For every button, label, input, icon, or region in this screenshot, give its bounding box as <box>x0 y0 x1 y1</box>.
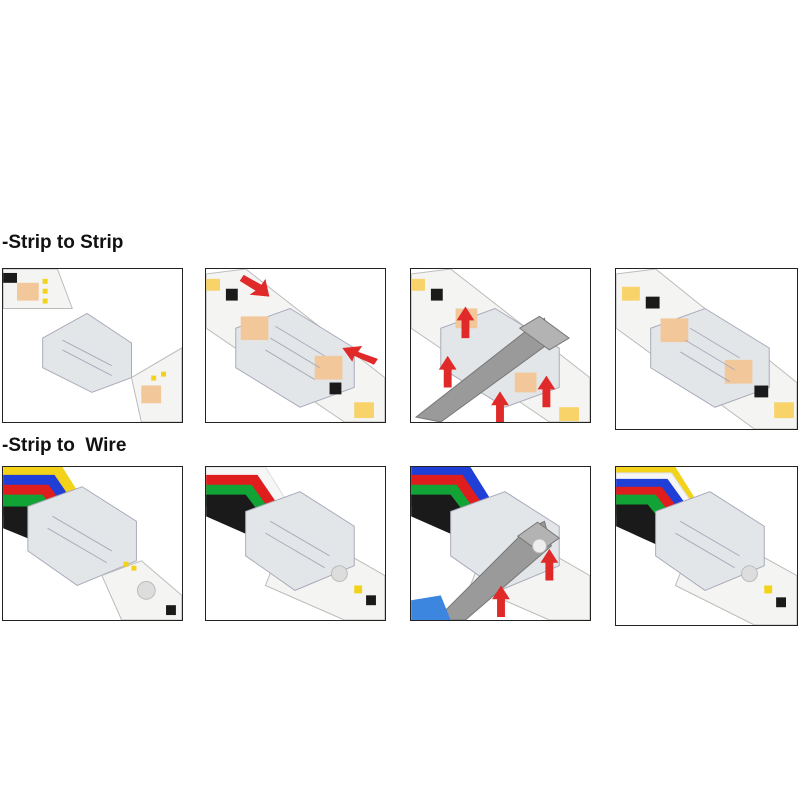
arrow-icon <box>239 274 270 297</box>
strip-to-strip-step-2-illustration <box>206 269 385 422</box>
arrow-icon <box>540 548 559 581</box>
strip-to-strip-step-3-panel <box>410 268 591 423</box>
section-title-strip-to-strip: -Strip to Strip <box>2 232 124 253</box>
strip-to-strip-step-4-illustration <box>616 269 797 429</box>
strip-to-strip-step-1-panel <box>2 268 183 423</box>
arrow-icon <box>537 375 556 408</box>
strip-to-strip-step-4-panel <box>615 268 798 430</box>
section-title-strip-to-wire: -Strip to Wire <box>2 435 127 456</box>
strip-to-strip-step-2-panel <box>205 268 386 423</box>
strip-to-wire-step-4-panel <box>615 466 798 626</box>
strip-to-wire-step-1-panel <box>2 466 183 621</box>
strip-to-wire-step-4-illustration <box>616 467 797 625</box>
strip-to-wire-step-2-illustration <box>206 467 385 620</box>
arrow-icon <box>492 585 510 618</box>
strip-to-strip-step-3-illustration <box>411 269 590 422</box>
arrow-icon <box>491 391 509 422</box>
strip-to-wire-step-1-illustration <box>3 467 182 620</box>
strip-to-strip-step-1-illustration <box>3 269 182 422</box>
arrow-icon <box>438 355 457 388</box>
strip-to-wire-step-3-illustration <box>411 467 590 620</box>
arrow-icon <box>456 306 475 339</box>
strip-to-wire-step-3-panel <box>410 466 591 621</box>
strip-to-wire-step-2-panel <box>205 466 386 621</box>
arrow-icon <box>342 345 378 365</box>
